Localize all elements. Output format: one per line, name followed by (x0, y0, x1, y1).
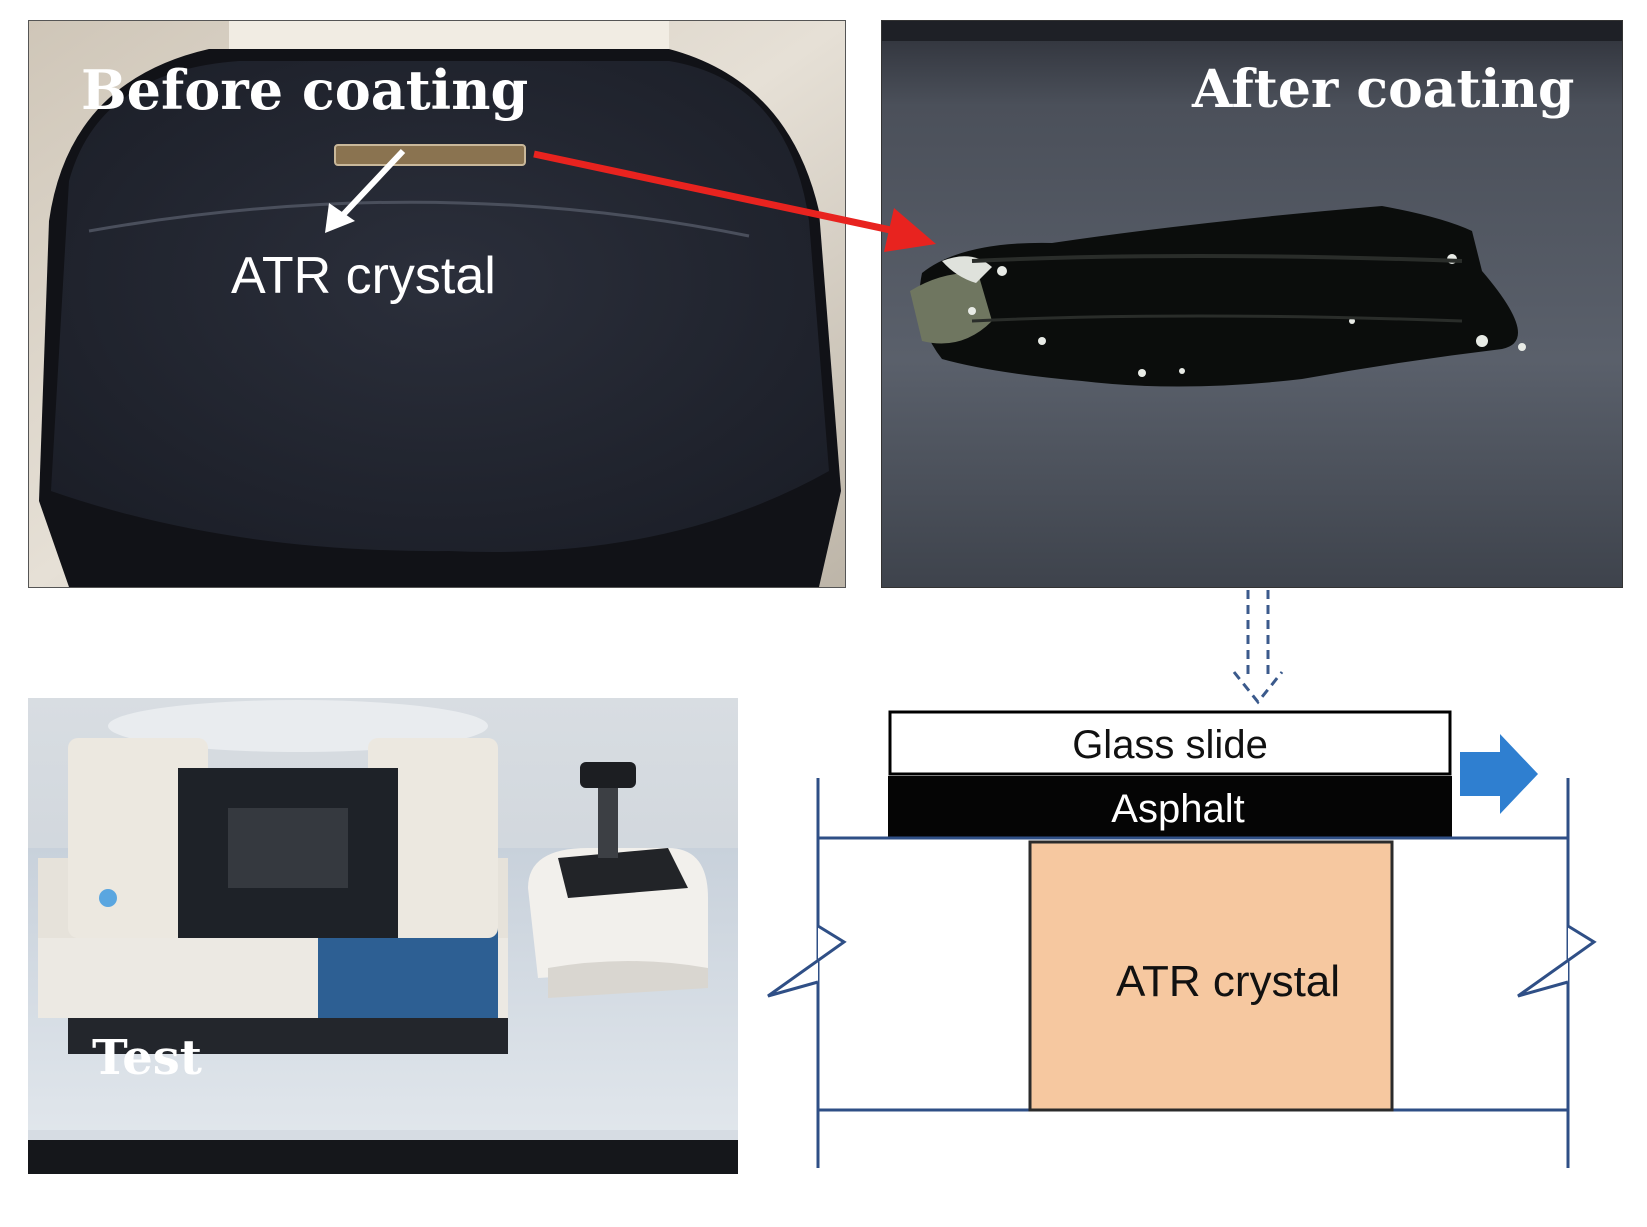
test-setup-illustration: Test (28, 698, 738, 1174)
atr-crystal-window (334, 144, 526, 166)
before-coating-photo: Before coating ATR crystal (28, 20, 846, 588)
ftir-spectrometer (38, 738, 508, 1054)
after-coating-title: After coating (1191, 59, 1574, 120)
after-coating-illustration: After coating (882, 21, 1622, 587)
before-coating-illustration: Before coating ATR crystal (29, 21, 845, 587)
before-atr-crystal-label: ATR crystal (231, 247, 496, 305)
after-coating-photo: After coating (881, 20, 1623, 588)
test-title: Test (92, 1030, 202, 1086)
before-coating-title: Before coating (81, 58, 528, 122)
atr-accessory (528, 762, 708, 998)
asphalt-label: Asphalt (1111, 787, 1244, 831)
test-setup-photo: Test (28, 698, 738, 1174)
break-symbol-icon (1517, 924, 1597, 998)
white-arrow-icon (325, 148, 406, 233)
atr-schematic: Glass slide Asphalt ATR crystal (767, 590, 1597, 1168)
glass-slide-label: Glass slide (1072, 723, 1268, 767)
asphalt-layer (888, 776, 1452, 838)
asphalt-smear (910, 206, 1526, 387)
glass-slide (888, 710, 1452, 776)
atr-crystal-block (1028, 840, 1394, 1112)
blue-right-arrow-icon (1460, 734, 1538, 814)
atr-crystal-label: ATR crystal (1116, 957, 1340, 1006)
break-symbol-icon (767, 924, 847, 998)
sample-pad (51, 61, 829, 552)
dashed-down-arrow-icon (1232, 590, 1284, 705)
